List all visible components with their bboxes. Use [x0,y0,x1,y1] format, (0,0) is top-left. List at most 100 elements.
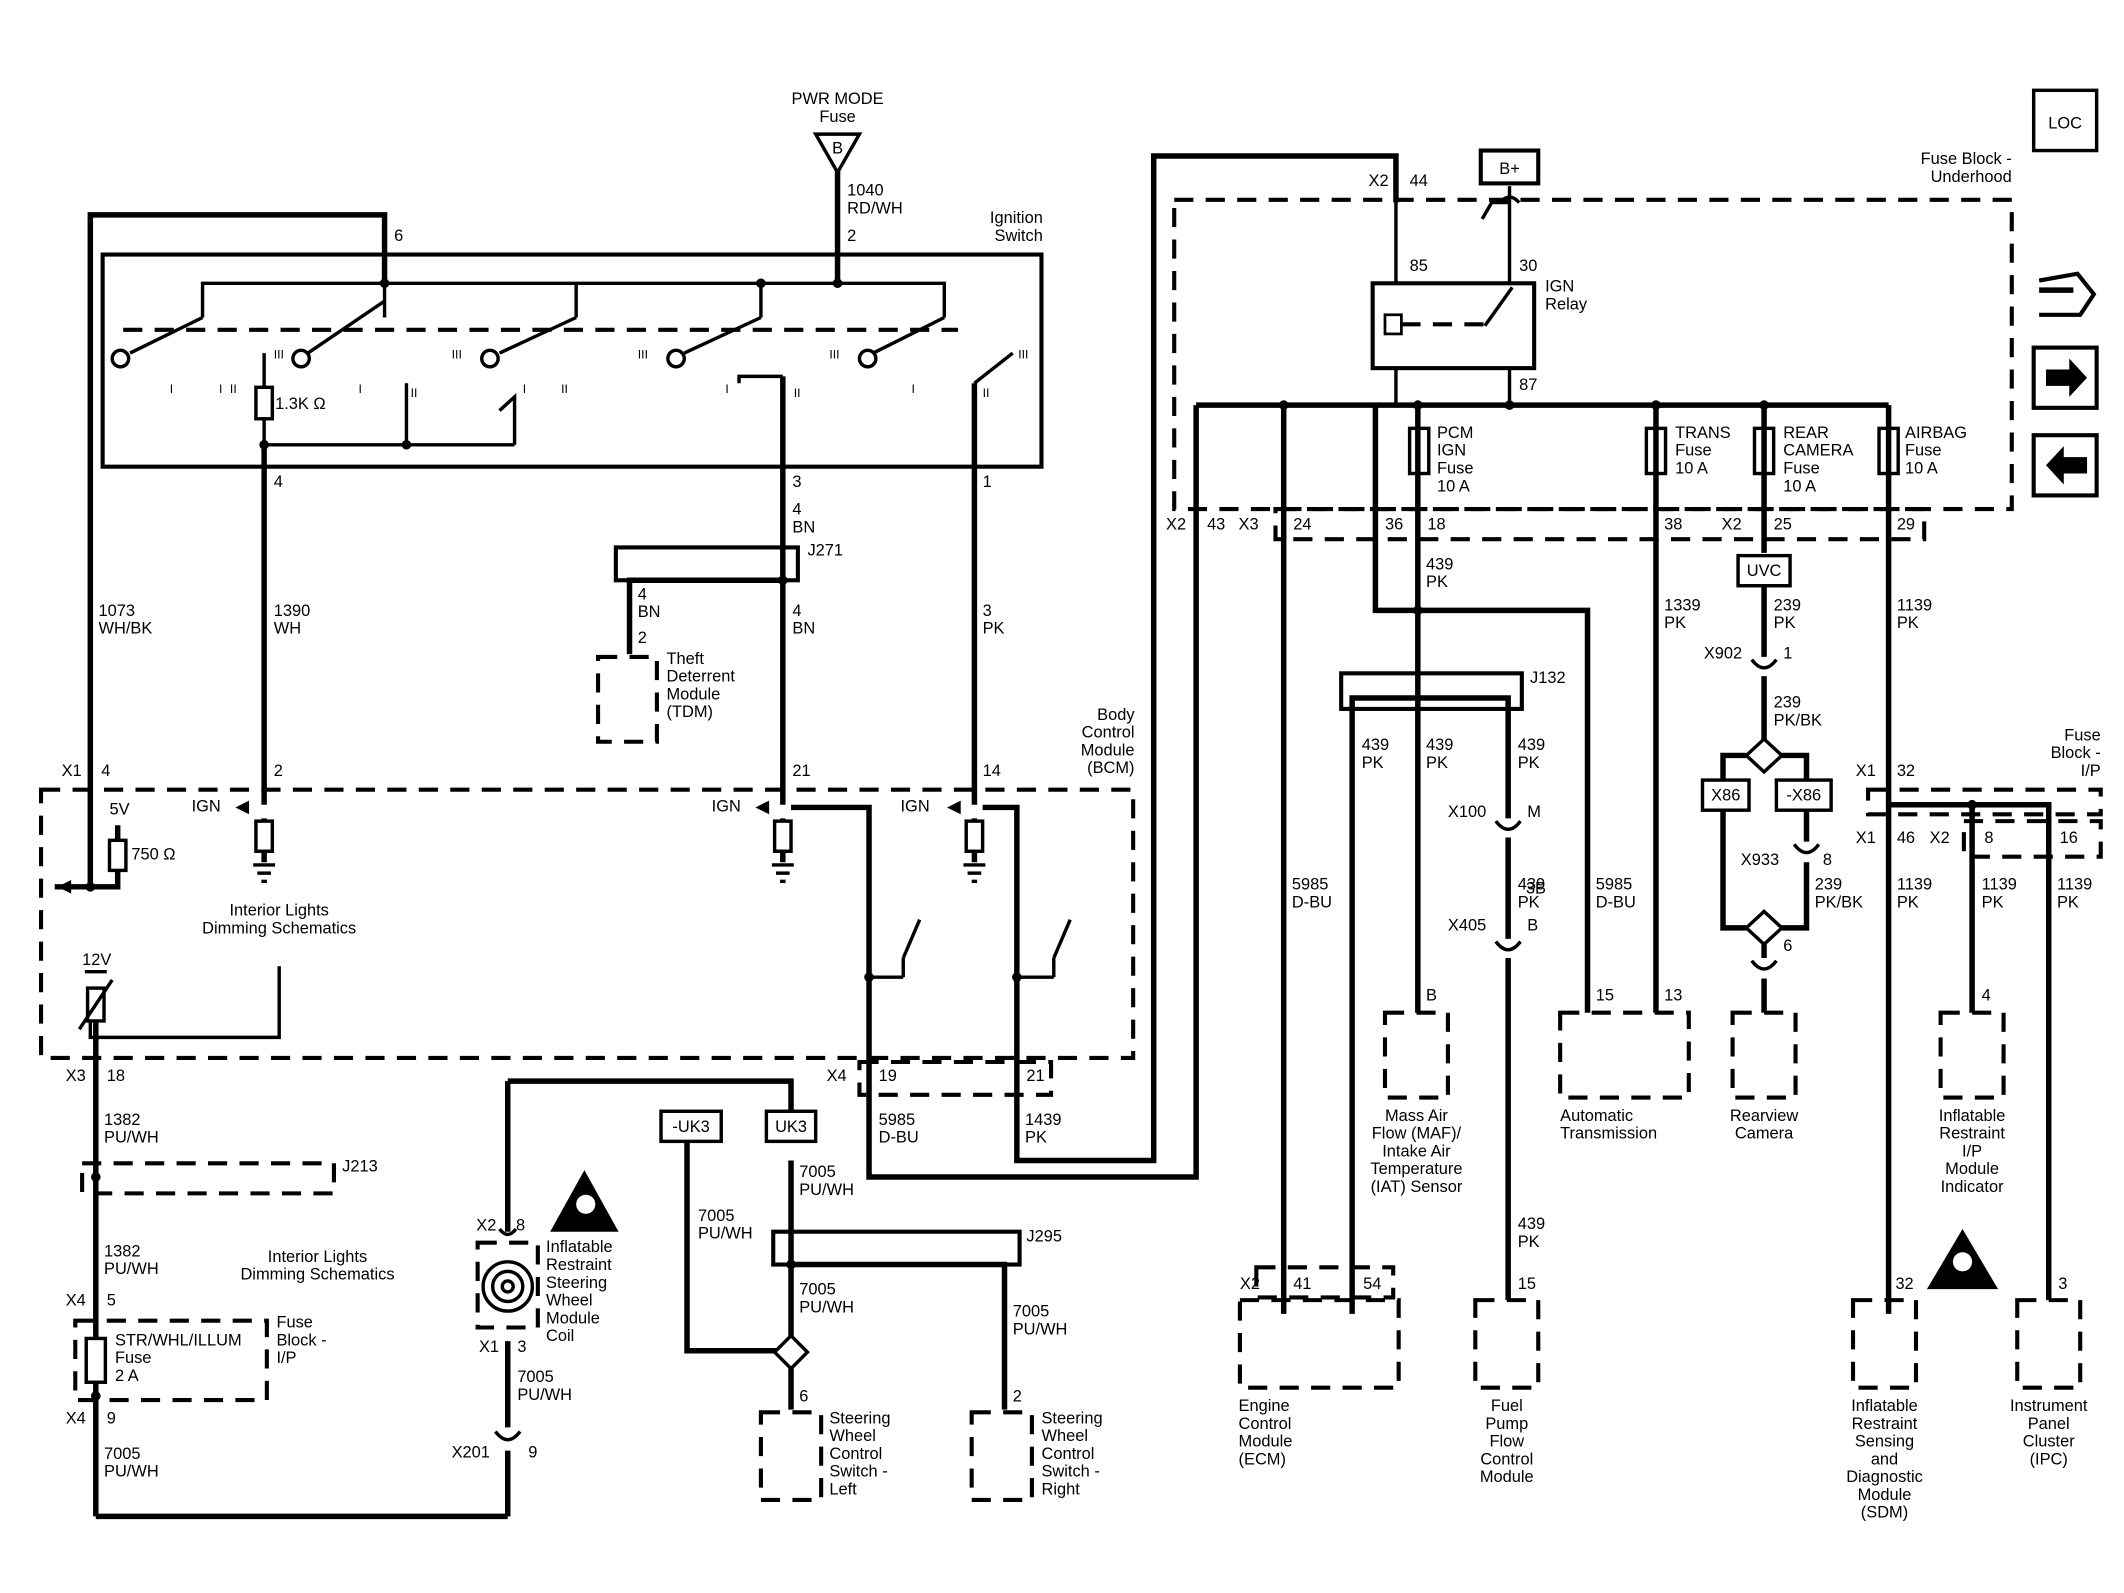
x4-9-pin: 9 [107,1409,116,1427]
x86-neg-label: -X86 [1786,787,1821,805]
ir-indicator-label: Module [1945,1160,1999,1178]
wire-4bn-top-label: 4 [792,501,801,519]
maf-label: Flow (MAF)/ [1372,1125,1462,1143]
wire-7005-left-label: PU/WH [698,1225,753,1243]
wire-1139-c-label: 1139 [1982,876,2017,894]
trans-pins-pin: 13 [1664,986,1682,1004]
x100-pin: M [1527,803,1541,821]
maf-label: Temperature [1370,1160,1462,1178]
next-arrow-icon[interactable] [2031,345,2099,410]
wire-1139-d-label: 1139 [2057,876,2092,894]
ip-pins-pin: X1 [1856,762,1876,780]
interior-dimming-1-label: Dimming Schematics [202,919,356,937]
v5-label: 5V [109,800,129,818]
trans-fuse-label: 10 A [1675,460,1708,478]
j271-label: J271 [807,542,843,560]
ecm-label: Module [1239,1433,1293,1451]
ignition-position-mark: I [219,382,222,396]
uh-pins-pin: 36 [1385,516,1403,534]
fuel-pin-label: 15 [1518,1275,1536,1293]
x1-4-pin: X1 [62,762,82,780]
ign-relay-label: Relay [1545,295,1588,313]
wire-439-pk-top-label: 439 [1426,555,1453,573]
str-whl-fuse-label: STR/WHL/ILLUM [115,1331,242,1349]
rear-cam-fuse-label: CAMERA [1783,442,1853,460]
pin-3-label: 3 [792,473,801,491]
x2-8-pin: 8 [516,1216,525,1234]
previous-arrow-icon[interactable] [2031,433,2099,498]
wire-4bn-right-label: 4 [792,602,801,620]
sdm-label: Sensing [1855,1433,1914,1451]
wire-1439-pk-bcm-label: 1439 [1025,1111,1062,1129]
relay-30-label: 30 [1519,257,1537,275]
wire-1139-a-label: PK [1897,614,1919,632]
wire-5985-left-label: 5985 [1292,876,1329,894]
ignition-position-mark: III [638,348,648,362]
ignition-position-mark: I [523,382,526,396]
uh-pins-pin: X2 [1722,516,1742,534]
ipc-pin-label: 3 [2058,1275,2067,1293]
uh-pins-pin: 18 [1427,516,1445,534]
wire-1073-label: 1073 [99,602,136,620]
sdm-label: and [1871,1450,1898,1468]
sdm-label: (SDM) [1861,1504,1908,1522]
wire-239-pk-label: 239 [1774,596,1801,614]
wire-7005-left-label: 7005 [698,1207,734,1225]
connector-view-icon[interactable] [2038,271,2097,317]
x405-pin: B [1527,917,1538,935]
x3-18-pin: 18 [107,1067,125,1085]
ign-1-label: IGN [192,798,221,816]
pwr-mode-fuse-label: Fuse [819,108,855,126]
rear-cam-fuse-label: Fuse [1783,460,1819,478]
x201-pin: X201 [452,1444,490,1462]
x2-8-pin: X2 [476,1216,496,1234]
x4-5-pin: 5 [107,1292,116,1310]
x405-pin: 3B [1526,880,1546,898]
loc-button[interactable]: LOC [2031,88,2099,153]
wire-439-c-label: 439 [1518,736,1545,754]
pin-4-label: 4 [274,473,283,491]
uh-pins-pin: 25 [1774,516,1792,534]
j132-label: J132 [1530,669,1566,687]
r750-label: 750 Ω [131,845,175,863]
x902-pin: X902 [1704,644,1742,662]
wire-1040-label: RD/WH [847,199,903,217]
ip-pins-pin: X1 [1856,829,1876,847]
ipc-label: Panel [2028,1415,2070,1433]
wire-239-pk-label: PK [1774,614,1796,632]
x4-19-21-pin: 19 [879,1067,897,1085]
wire-1139-c-label: PK [1982,893,2004,911]
swc-left-label: Control [829,1445,882,1463]
ign-relay-label: IGN [1545,278,1574,296]
ip-pins-pin: 32 [1897,762,1915,780]
maf-pin-label: B [1426,986,1437,1004]
ipc-label: Cluster [2023,1433,2076,1451]
airbag-warning-icon [1926,1228,1999,1290]
bcm-label: Module [1081,741,1135,759]
pcm-fuse-label: PCM [1437,424,1473,442]
wire-239-pkbk-a-label: PK/BK [1774,711,1822,729]
bcm-label: Body [1097,706,1135,724]
rear-camera-label: Camera [1735,1125,1794,1143]
wire-439-b-label: 439 [1426,736,1453,754]
sdm-label: Diagnostic [1846,1468,1923,1486]
j213-label: J213 [342,1157,378,1175]
x2-44-pin: 44 [1410,172,1428,190]
wire-439-a-label: 439 [1362,736,1389,754]
ign-3-label: IGN [901,798,930,816]
ir-coil-label: Inflatable [546,1238,613,1256]
fuse-block-ip-right-label: I/P [2081,762,2101,780]
ir-indicator-label: Indicator [1941,1178,2004,1196]
fuse-block-ip-left-label: Fuse [276,1314,312,1332]
ignition-position-mark: II [794,386,801,400]
ignition-position-mark: II [230,382,237,396]
pcm-fuse-label: 10 A [1437,477,1470,495]
interior-dimming-1-label: Interior Lights [229,902,328,920]
x2-44-pin: X2 [1369,172,1389,190]
sdm-label: Module [1858,1486,1912,1504]
wire-1073-label: WH/BK [99,620,153,638]
ignition-position-mark: I [359,382,362,396]
x933-pin: X933 [1741,851,1779,869]
uh-pins-pin: 38 [1664,516,1682,534]
uk3-label: UK3 [775,1118,807,1136]
